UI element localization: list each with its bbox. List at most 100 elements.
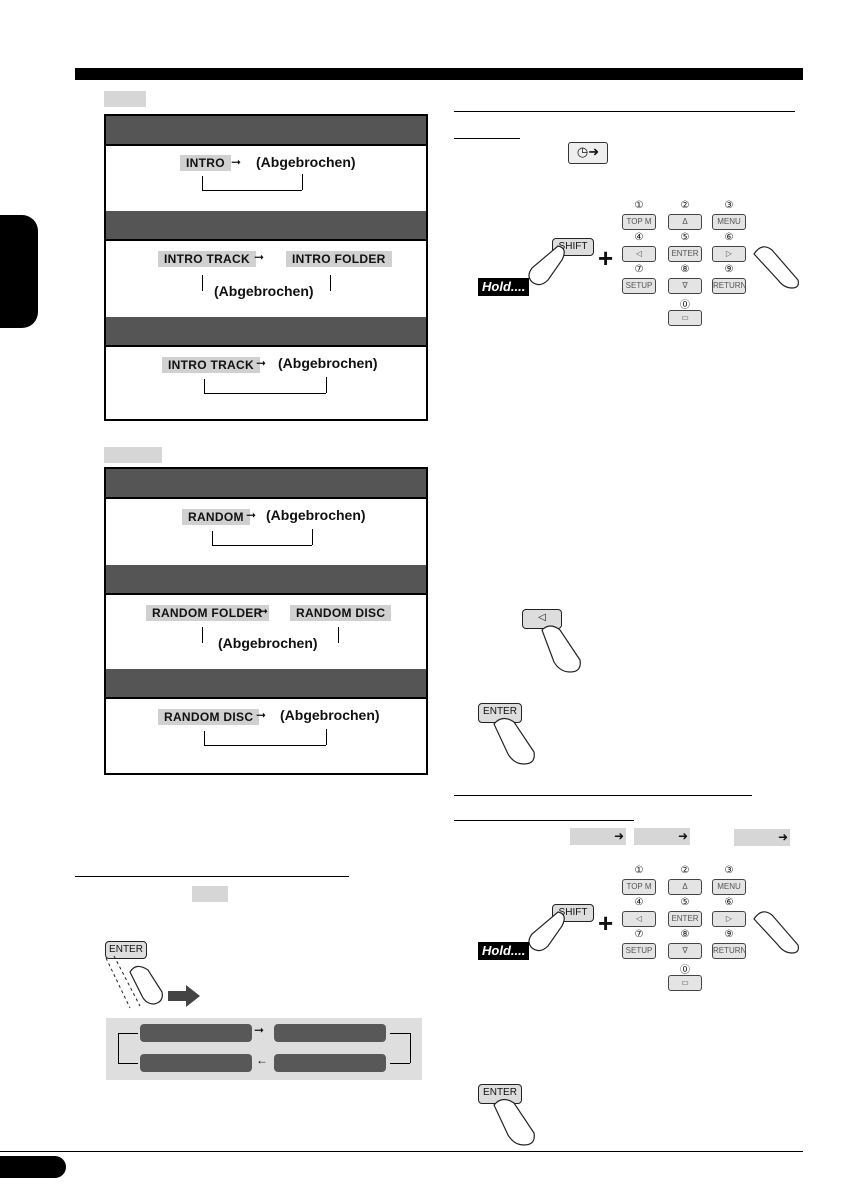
- intro-section-tag: [104, 91, 146, 107]
- arrow-right-icon: ➞: [254, 250, 265, 264]
- arrow-right-icon: ➞: [254, 1023, 265, 1037]
- random-panel-header-2: [106, 565, 426, 595]
- finger-icon: [493, 1098, 535, 1146]
- finger-icon: [753, 911, 799, 954]
- remote-key[interactable]: RETURN: [712, 278, 746, 294]
- remote-key[interactable]: RETURN: [712, 943, 746, 959]
- remote-key[interactable]: Δ: [668, 214, 702, 230]
- intro-panel-header-1: [106, 116, 426, 146]
- arrow-right-icon: ➞: [256, 356, 267, 370]
- loop-line: [390, 1033, 410, 1034]
- remote-key[interactable]: MENU: [712, 879, 746, 895]
- hold-label: Hold....: [478, 942, 530, 960]
- key-number: ①: [634, 865, 644, 876]
- key-number: ③: [724, 865, 734, 876]
- key-number: ⑥: [724, 232, 734, 243]
- remote-key[interactable]: ◁: [622, 911, 656, 927]
- random-section-tag: [104, 447, 162, 463]
- key-number: ⑥: [724, 897, 734, 908]
- loop-line: [204, 731, 205, 745]
- random-panel-header-1: [106, 469, 426, 499]
- remote-key[interactable]: TOP M: [622, 879, 656, 895]
- key-number: ⑨: [724, 929, 734, 940]
- finger-icon: [753, 246, 799, 289]
- key-number: ③: [724, 200, 734, 211]
- hold-label: Hold....: [478, 278, 530, 296]
- finger-icon: [105, 955, 163, 1009]
- key-number: ②: [680, 200, 690, 211]
- loop-line: [326, 729, 327, 745]
- remote-key[interactable]: ▷: [712, 246, 746, 262]
- clock-arrow-icon: ◷➜: [568, 142, 608, 164]
- random-row-2: RANDOM FOLDER ➞ RANDOM DISC (Abgebrochen…: [106, 595, 426, 669]
- key-number: ①: [634, 200, 644, 211]
- cycle-box: ➞ ←: [106, 1018, 422, 1080]
- enter-button[interactable]: ENTER: [105, 941, 147, 959]
- loop-line: [312, 529, 313, 545]
- intro-folder-label: INTRO FOLDER: [286, 251, 392, 267]
- heading-underline: [454, 820, 634, 821]
- remote-key[interactable]: ENTER: [668, 246, 702, 262]
- loop-line: [204, 379, 205, 393]
- key-number: ④: [634, 897, 644, 908]
- loop-line: [212, 531, 213, 545]
- loop-line: [390, 1063, 410, 1064]
- left-button[interactable]: ◁: [522, 609, 562, 629]
- loop-line: [204, 745, 326, 746]
- heading-underline: [454, 111, 795, 112]
- intro-panel-header-3: [106, 317, 426, 347]
- loop-line: [338, 627, 339, 643]
- random-disc-label: RANDOM DISC: [290, 605, 392, 621]
- finger-icon: [528, 911, 565, 952]
- arrow-left-icon: ←: [256, 1053, 268, 1067]
- loop-line: [302, 174, 303, 190]
- remote-key[interactable]: TOP M: [622, 214, 656, 230]
- loop-line: [410, 1033, 411, 1063]
- arrow-right-icon: ➞: [231, 155, 242, 169]
- plus-sign: +: [598, 908, 614, 938]
- finger-icon: [493, 717, 535, 765]
- loop-line: [118, 1033, 119, 1063]
- key-number: ⑨: [724, 264, 734, 275]
- random-panel: RANDOM ➞ (Abgebrochen) RANDOM FOLDER ➞ R…: [104, 467, 428, 775]
- remote-key[interactable]: Δ: [668, 879, 702, 895]
- mode-pill-1: [140, 1024, 252, 1042]
- mode-pill-4: [140, 1054, 252, 1072]
- heading-underline: [454, 138, 520, 139]
- intro-row-2: INTRO TRACK ➞ INTRO FOLDER (Abgebrochen): [106, 241, 426, 317]
- remote-key[interactable]: MENU: [712, 214, 746, 230]
- arrow-right-icon: ➜: [734, 829, 790, 846]
- cancel-text: (Abgebrochen): [278, 355, 378, 371]
- remote-key[interactable]: ENTER: [668, 911, 702, 927]
- random-folder-label: RANDOM FOLDER: [146, 605, 269, 621]
- finger-icon: [541, 625, 581, 673]
- intro-track-label: INTRO TRACK: [162, 357, 260, 373]
- key-number: ⑤: [680, 897, 690, 908]
- cancel-text: (Abgebrochen): [256, 154, 356, 170]
- bottom-rule: [0, 1151, 803, 1152]
- mode-pill-3: [274, 1054, 386, 1072]
- remote-key[interactable]: SETUP: [622, 278, 656, 294]
- random-disc-label: RANDOM DISC: [158, 709, 260, 725]
- key-number: ②: [680, 865, 690, 876]
- key-number: ⑦: [634, 264, 644, 275]
- loop-line: [204, 393, 326, 394]
- remote-key[interactable]: ▷: [712, 911, 746, 927]
- remote-key[interactable]: ◁: [622, 246, 656, 262]
- loop-line: [212, 545, 312, 546]
- loop-line: [326, 377, 327, 393]
- intro-panel: INTRO ➞ (Abgebrochen) INTRO TRACK ➞ INTR…: [104, 114, 428, 421]
- cancel-text: (Abgebrochen): [218, 635, 318, 651]
- remote-key[interactable]: ▭: [668, 975, 702, 991]
- remote-key[interactable]: ∇: [668, 278, 702, 294]
- remote-key[interactable]: SETUP: [622, 943, 656, 959]
- top-bar: [75, 68, 803, 80]
- arrow-right-icon: ➞: [258, 604, 269, 618]
- remote-key[interactable]: ▭: [668, 310, 702, 326]
- remote-key[interactable]: ∇: [668, 943, 702, 959]
- key-number: ⑤: [680, 232, 690, 243]
- loop-line: [330, 275, 331, 291]
- arrow-right-icon: [168, 985, 200, 1007]
- key-number: ⑦: [634, 929, 644, 940]
